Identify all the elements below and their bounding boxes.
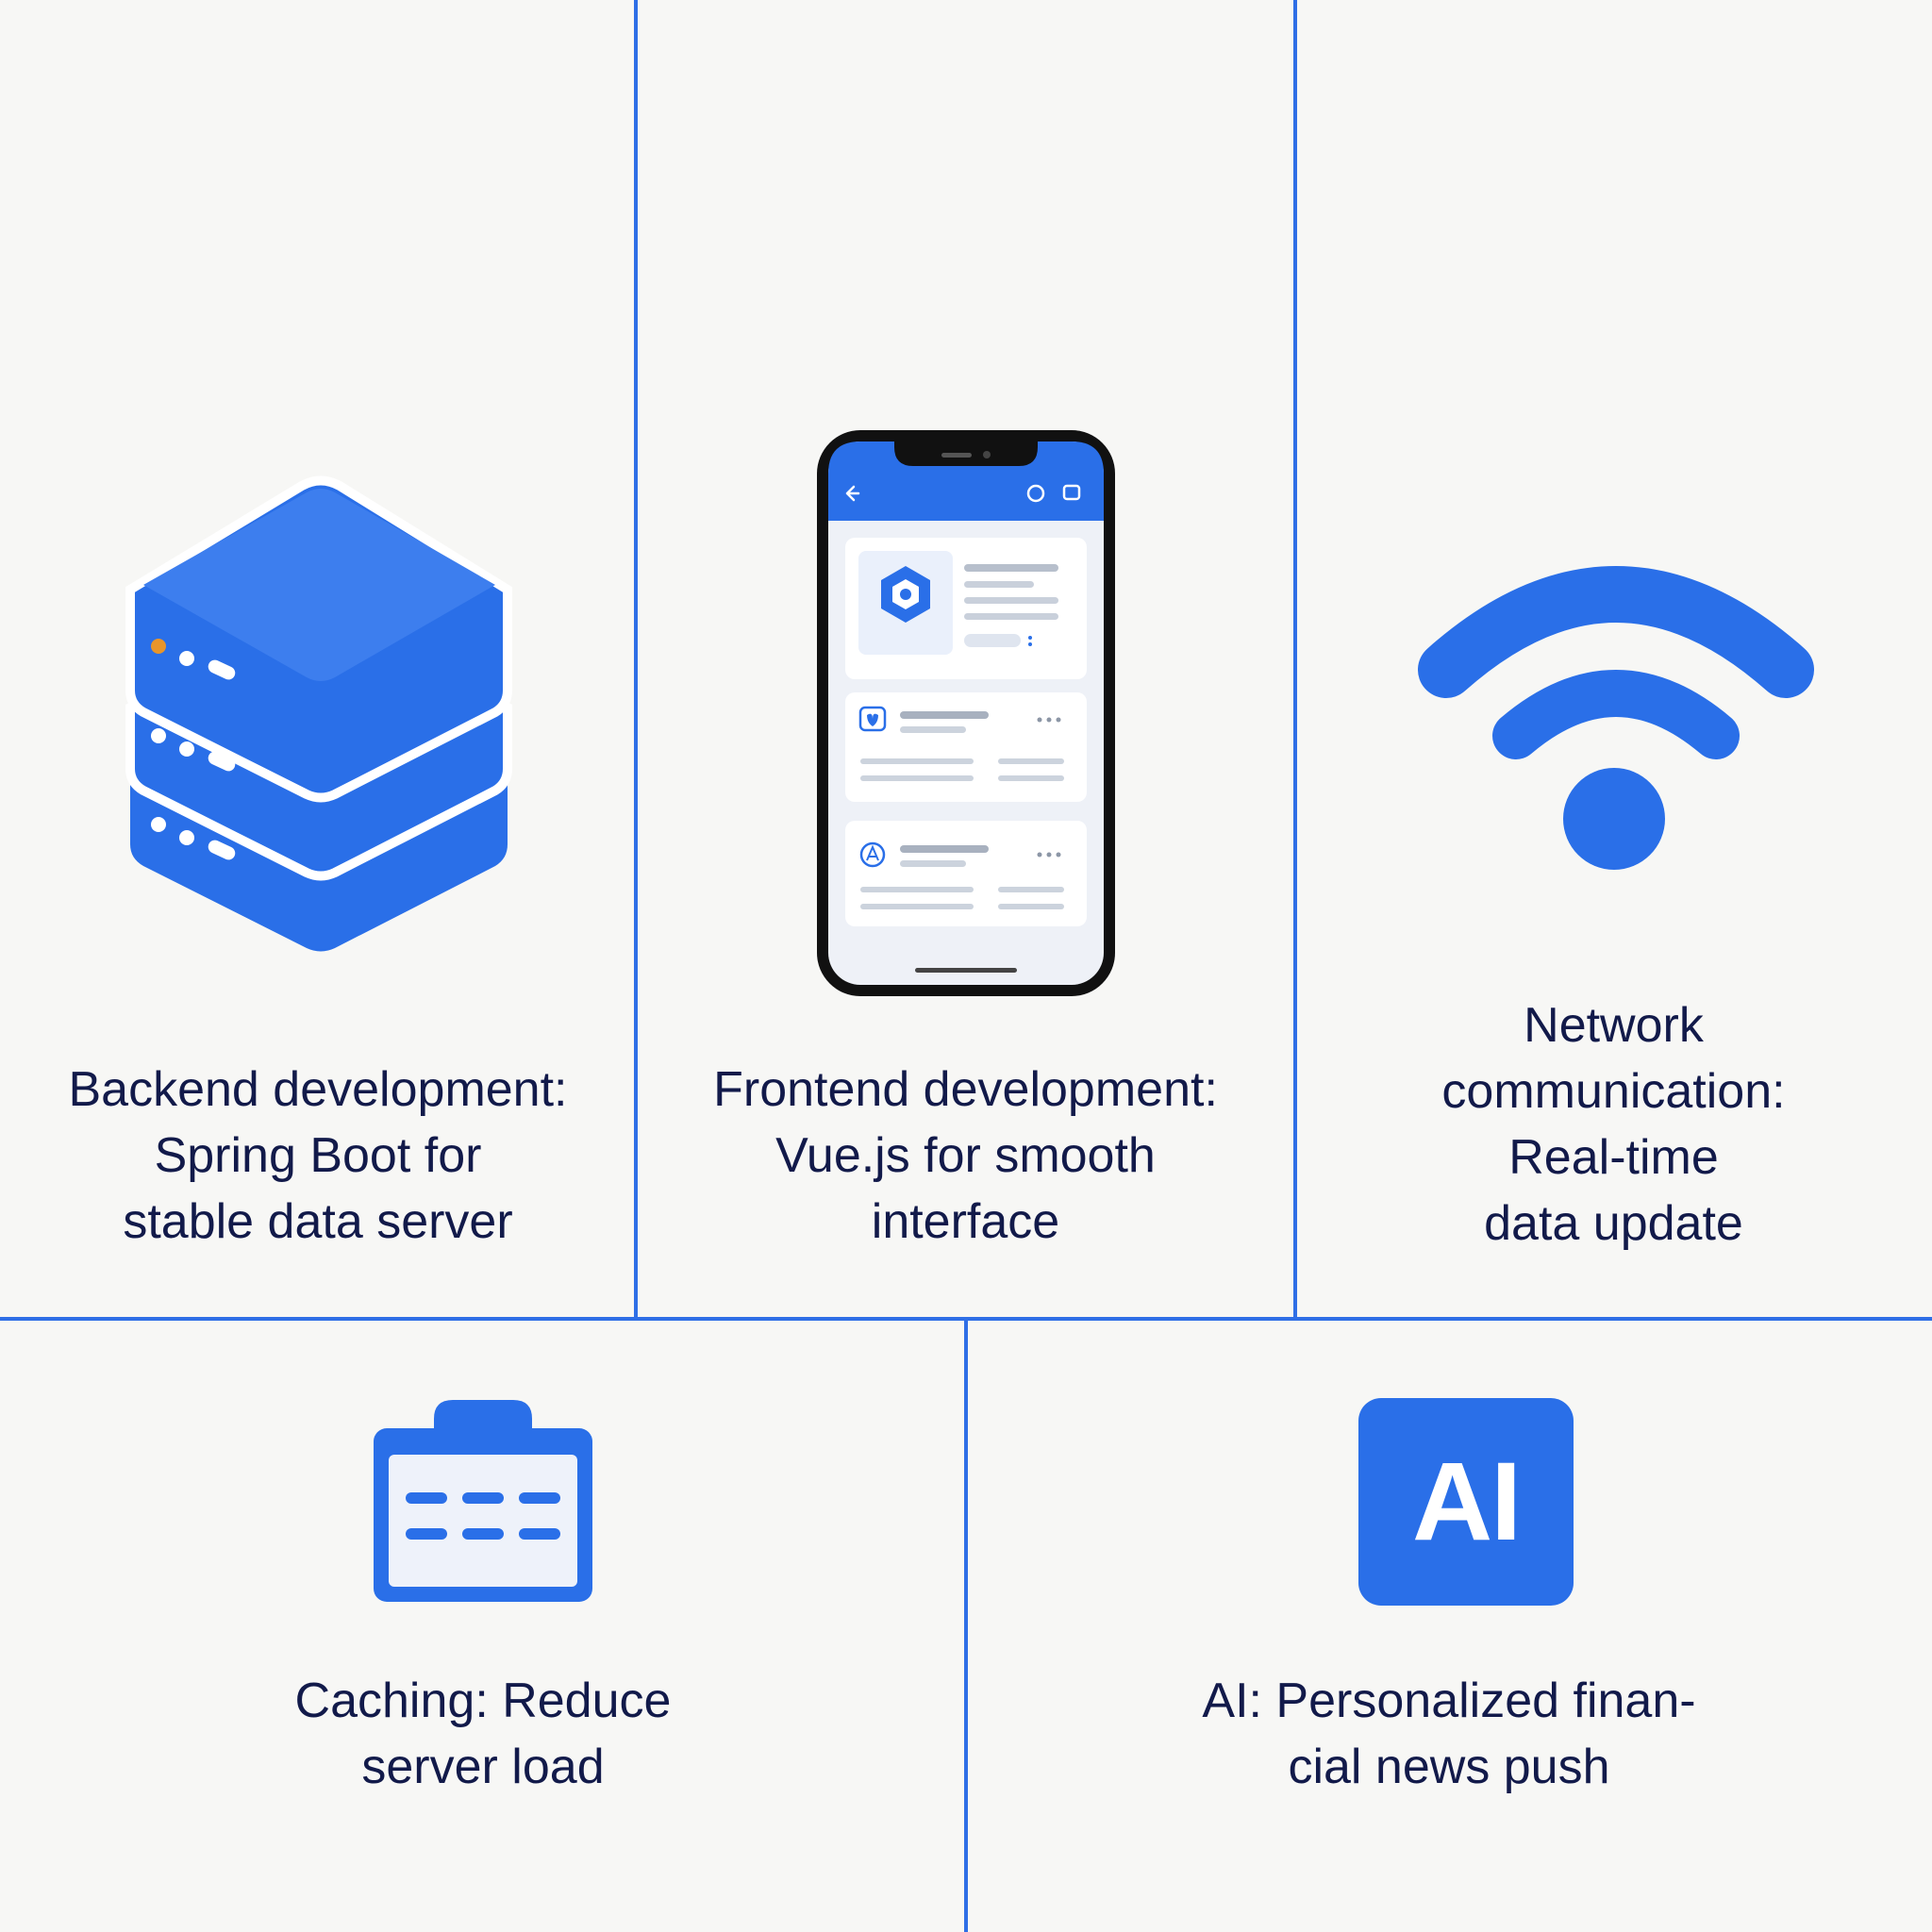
frontend-caption: Frontend development: Vue.js for smooth …: [713, 1062, 1218, 1249]
column-divider-1: [634, 0, 638, 1321]
column-divider-2: [1293, 0, 1297, 1321]
panel-frontend: Frontend development: Vue.js for smooth …: [636, 0, 1295, 1319]
server-stack-icon: [125, 475, 512, 952]
caching-caption: Caching: Reduce server load: [294, 1674, 672, 1794]
ai-caption: AI: Personalized finan- cial news push: [1202, 1674, 1696, 1794]
smartphone-app-icon: [817, 430, 1115, 996]
cache-card-icon: [374, 1400, 592, 1602]
ai-badge-text: AI: [1412, 1440, 1522, 1564]
panel-backend: Backend development: Spring Boot for sta…: [0, 0, 636, 1319]
panel-caching: Caching: Reduce server load: [0, 1319, 966, 1932]
network-caption: Network communication: Real-time data up…: [1441, 998, 1786, 1251]
backend-caption: Backend development: Spring Boot for sta…: [68, 1062, 568, 1249]
wifi-icon: [1418, 566, 1814, 870]
column-divider-3: [964, 1319, 968, 1932]
ai-badge-icon: AI: [1358, 1398, 1574, 1606]
panel-ai: AI AI: Personalized finan- cial news pus…: [966, 1319, 1932, 1932]
panel-network: Network communication: Real-time data up…: [1295, 0, 1932, 1319]
